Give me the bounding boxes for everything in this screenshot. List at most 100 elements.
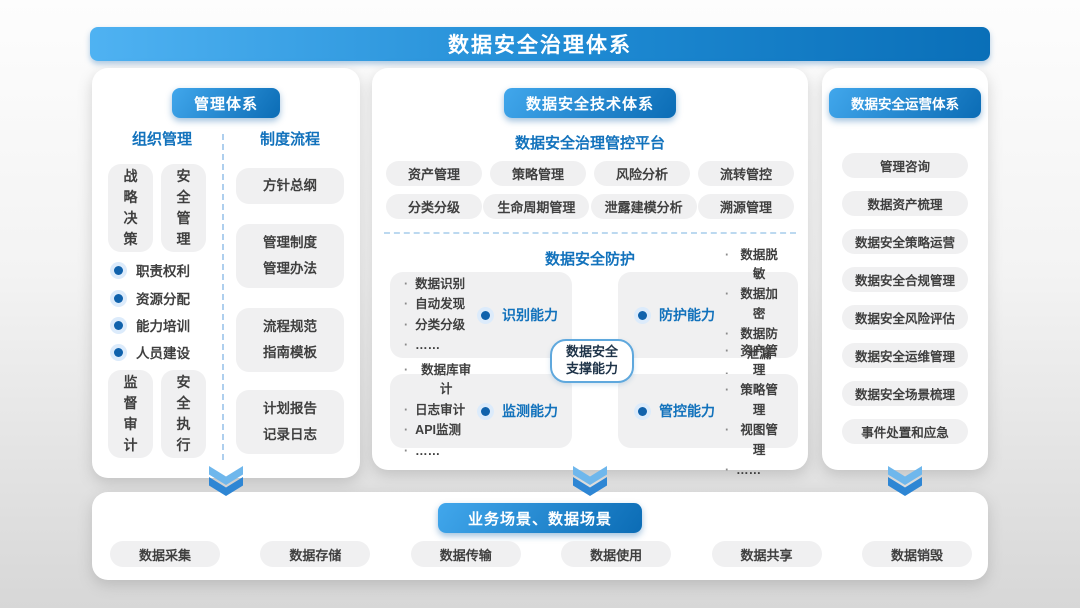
operations-item: 数据安全运维管理 <box>842 343 968 368</box>
org-bullet-label: 职责权利 <box>136 264 190 279</box>
capability-bullet: 自动发现 <box>404 295 477 314</box>
org-bullet-item: 能力培训 <box>110 315 190 335</box>
flow-arrow-middle <box>568 466 612 497</box>
org-bottom-box-label: 监督审计 <box>123 374 138 453</box>
org-bottom-box-label: 安全执行 <box>176 374 191 453</box>
operations-list: 管理咨询 数据资产梳理 数据安全策略运营 数据安全合规管理 数据安全风险评估 数… <box>822 153 988 444</box>
process-box: 计划报告 记录日志 <box>236 390 344 454</box>
capability-bullet: 数据库审计 <box>404 361 477 400</box>
org-bullet-item: 资源分配 <box>110 288 190 308</box>
process-box: 方针总纲 <box>236 168 344 204</box>
bullet-dot <box>114 347 123 357</box>
operations-panel: 数据安全运营体系 管理咨询 数据资产梳理 数据安全策略运营 数据安全合规管理 数… <box>822 68 988 470</box>
identify-bullet-list: 数据识别 自动发现 分类分级 …… <box>390 275 477 356</box>
scenarios-list: 数据采集 数据存储 数据传输 数据使用 数据共享 数据销毁 <box>110 541 972 567</box>
process-column-title: 制度流程 <box>259 131 320 148</box>
management-header-badge: 管理体系 <box>171 88 281 118</box>
scenarios-header-badge: 业务场景、数据场景 <box>437 503 643 533</box>
platform-box: 策略管理 <box>490 161 586 186</box>
flow-arrow-right <box>883 466 927 497</box>
platform-box: 资产管理 <box>386 161 482 186</box>
operations-item: 数据安全策略运营 <box>842 229 968 254</box>
process-box-line: 计划报告 <box>263 401 317 417</box>
technology-header-badge: 数据安全技术体系 <box>503 88 677 118</box>
capability-bullet: …… <box>725 461 782 480</box>
main-title-banner: 数据安全治理体系 <box>90 27 990 61</box>
section-divider <box>384 232 796 234</box>
bullet-dot <box>114 293 123 303</box>
main-title: 数据安全治理体系 <box>448 34 632 57</box>
platform-box: 分类分级 <box>386 194 482 219</box>
org-bottom-box: 安全执行 <box>161 370 206 458</box>
control-capability-label: 管控能力 <box>634 401 715 421</box>
capability-bullet: 数据识别 <box>404 275 477 294</box>
operations-item: 管理咨询 <box>842 153 968 178</box>
operations-header-label: 数据安全运营体系 <box>851 97 959 112</box>
scenario-item: 数据共享 <box>711 541 822 567</box>
capability-bullet: 资产管理 <box>725 342 782 381</box>
capability-bullet: 视图管理 <box>725 421 782 460</box>
org-bullet-item: 职责权利 <box>110 260 190 280</box>
monitor-bullet-list: 数据库审计 日志审计 API监测 …… <box>390 361 477 461</box>
process-box-line: 指南模板 <box>263 345 317 360</box>
capability-bullet: 数据加密 <box>725 285 782 324</box>
process-box: 管理制度 管理办法 <box>236 224 344 288</box>
management-panel: 管理体系 组织管理 制度流程 战略决策 安全管理 职责权利 资源分配 能力培训 … <box>92 68 360 478</box>
bullet-icon <box>477 306 494 324</box>
org-bullet-label: 资源分配 <box>136 292 190 307</box>
operations-item: 事件处置和应急 <box>842 419 968 444</box>
bullet-dot <box>638 406 647 416</box>
bullet-icon <box>634 306 651 324</box>
double-chevron-down-icon <box>209 466 243 496</box>
bullet-icon <box>110 343 127 361</box>
protect-capability-label: 防护能力 <box>634 305 715 325</box>
process-box: 流程规范 指南模板 <box>236 308 344 372</box>
process-box-line: 流程规范 <box>263 319 317 335</box>
platform-box: 风险分析 <box>594 161 690 186</box>
org-bullet-label: 能力培训 <box>136 319 190 334</box>
platform-row-1: 资产管理 策略管理 风险分析 流转管控 <box>386 161 794 186</box>
control-bullet-list: 资产管理 策略管理 视图管理 …… <box>715 342 792 481</box>
org-top-box: 安全管理 <box>161 164 206 252</box>
scenario-item: 数据传输 <box>410 541 521 567</box>
operations-header-badge: 数据安全运营体系 <box>829 88 981 118</box>
org-column-title: 组织管理 <box>131 131 192 148</box>
capability-bullet: 策略管理 <box>725 381 782 420</box>
bullet-icon <box>634 402 651 420</box>
capability-label-text: 防护能力 <box>659 307 715 323</box>
org-top-box: 战略决策 <box>108 164 153 252</box>
identify-capability-box: 数据识别 自动发现 分类分级 …… 识别能力 <box>390 272 572 358</box>
technology-header-label: 数据安全技术体系 <box>525 95 655 113</box>
scenario-item: 数据存储 <box>260 541 371 567</box>
double-chevron-down-icon <box>888 466 922 496</box>
org-bottom-box: 监督审计 <box>108 370 153 458</box>
platform-box: 流转管控 <box>698 161 794 186</box>
management-header-label: 管理体系 <box>193 95 259 113</box>
capability-bullet: …… <box>404 336 477 355</box>
process-box-line: 管理制度 <box>263 235 317 251</box>
bullet-dot <box>481 406 490 416</box>
double-chevron-down-icon <box>573 466 607 496</box>
support-capability-line: 支撑能力 <box>565 361 618 376</box>
bullet-icon <box>477 402 494 420</box>
capability-bullet: 日志审计 <box>404 401 477 420</box>
capability-label-text: 识别能力 <box>502 307 558 323</box>
scenario-item: 数据采集 <box>110 541 220 567</box>
scenarios-header-label: 业务场景、数据场景 <box>467 510 613 528</box>
platform-title: 数据安全治理管控平台 <box>514 135 665 152</box>
platform-box: 泄露建模分析 <box>590 194 697 219</box>
scenarios-panel: 业务场景、数据场景 数据采集 数据存储 数据传输 数据使用 数据共享 数据销毁 <box>92 492 988 580</box>
capability-label-text: 管控能力 <box>659 403 715 419</box>
org-top-box-label: 战略决策 <box>123 168 138 247</box>
scenario-item: 数据使用 <box>561 541 672 567</box>
bullet-icon <box>110 316 127 334</box>
support-capability-callout: 数据安全 支撑能力 <box>550 339 634 383</box>
bullet-dot <box>481 310 490 320</box>
technology-panel: 数据安全技术体系 数据安全治理管控平台 资产管理 策略管理 风险分析 流转管控 … <box>372 68 808 477</box>
platform-row-2: 分类分级 生命周期管理 泄露建模分析 溯源管理 <box>386 194 794 219</box>
protection-title: 数据安全防护 <box>544 251 635 268</box>
control-capability-box: 管控能力 资产管理 策略管理 视图管理 …… <box>618 344 798 477</box>
process-box-line: 方针总纲 <box>263 178 317 194</box>
operations-item: 数据安全风险评估 <box>842 305 968 330</box>
support-capability-line: 数据安全 <box>565 344 618 360</box>
